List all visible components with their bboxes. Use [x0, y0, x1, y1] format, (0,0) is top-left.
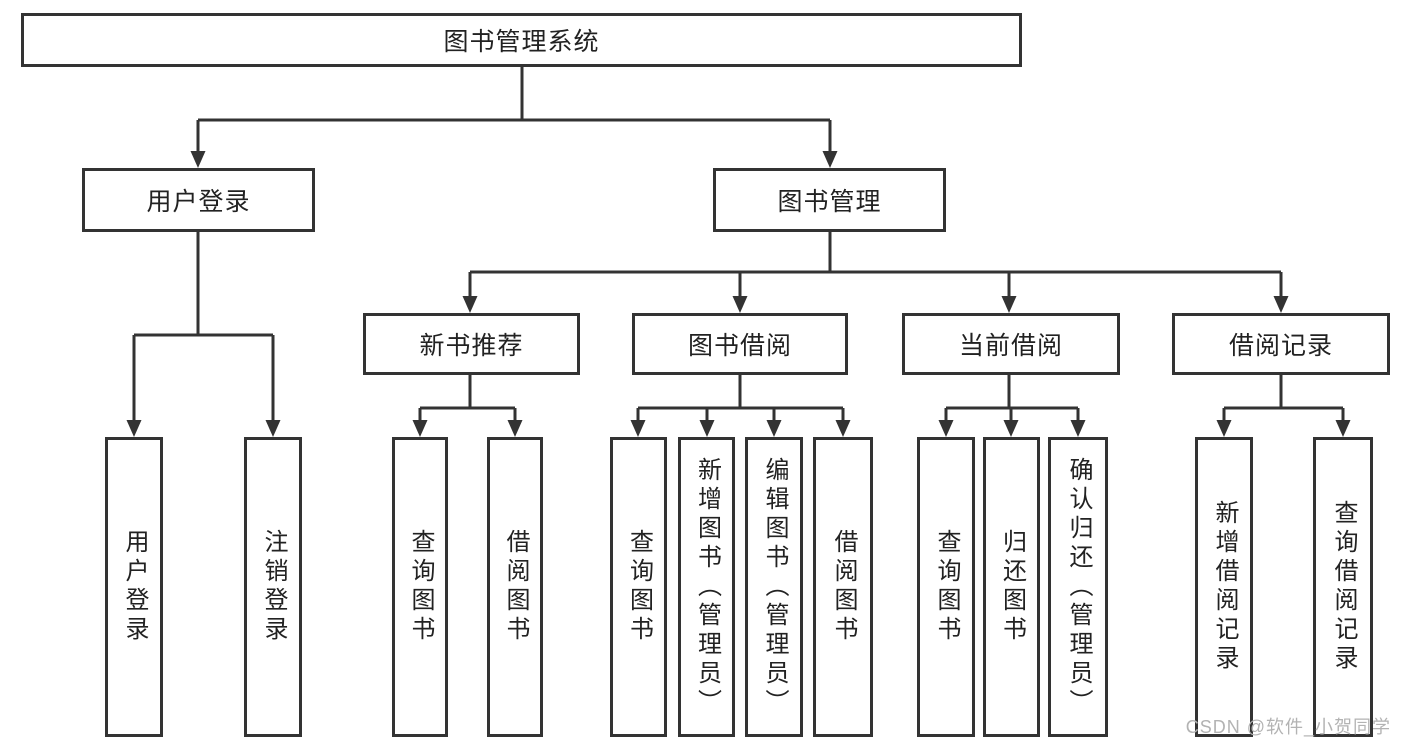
node-leaf-query-books-1-label: 查询图书: [407, 529, 434, 645]
node-leaf-confirm-return-admin: 确认归还（管理员）: [1048, 437, 1108, 737]
node-user-login: 用户登录: [82, 168, 315, 232]
node-book-borrowing: 图书借阅: [632, 313, 848, 375]
arrowhead-icon: [1003, 420, 1019, 437]
arrowhead-icon: [732, 296, 748, 313]
node-leaf-confirm-return-admin-label: 确认归还（管理员）: [1065, 456, 1092, 718]
node-leaf-return-books: 归还图书: [983, 437, 1040, 737]
csdn-watermark: CSDN @软件_小贺同学: [1185, 717, 1391, 737]
node-borrow-records: 借阅记录: [1172, 313, 1390, 375]
node-book-management: 图书管理: [713, 168, 946, 232]
arrowhead-icon: [1070, 420, 1086, 437]
node-book-borrowing-label: 图书借阅: [687, 332, 792, 360]
node-leaf-borrow-books-1: 借阅图书: [487, 437, 543, 737]
node-library-system-label: 图书管理系统: [443, 28, 600, 56]
arrowhead-icon: [412, 420, 428, 437]
node-new-book-recommend: 新书推荐: [363, 313, 580, 375]
node-library-system: 图书管理系统: [21, 13, 1022, 67]
node-leaf-user-login: 用户登录: [105, 437, 163, 737]
node-leaf-query-books-3: 查询图书: [917, 437, 975, 737]
node-leaf-return-books-label: 归还图书: [998, 529, 1026, 645]
node-leaf-query-borrow-record-label: 查询借阅记录: [1330, 500, 1357, 674]
arrowhead-icon: [1001, 296, 1017, 313]
arrowhead-icon: [766, 420, 782, 437]
node-leaf-query-books-3-label: 查询图书: [933, 529, 960, 645]
arrowhead-icon: [1216, 420, 1232, 437]
node-current-borrowing-label: 当前借阅: [958, 332, 1063, 360]
arrowhead-icon: [190, 151, 206, 168]
arrowhead-icon: [938, 420, 954, 437]
node-leaf-add-borrow-record: 新增借阅记录: [1195, 437, 1253, 737]
node-leaf-query-books-2-label: 查询图书: [625, 529, 653, 645]
arrowhead-icon: [507, 420, 523, 437]
node-borrow-records-label: 借阅记录: [1228, 332, 1333, 360]
arrowhead-icon: [835, 420, 851, 437]
node-user-login-label: 用户登录: [146, 188, 251, 216]
arrowhead-icon: [462, 296, 478, 313]
arrowhead-icon: [1273, 296, 1289, 313]
node-book-management-label: 图书管理: [777, 188, 882, 216]
arrowhead-icon: [265, 420, 281, 437]
arrowhead-icon: [1335, 420, 1351, 437]
node-leaf-borrow-books-2: 借阅图书: [813, 437, 873, 737]
node-leaf-borrow-books-1-label: 借阅图书: [502, 529, 529, 645]
node-leaf-query-books-1: 查询图书: [392, 437, 448, 737]
node-new-book-recommend-label: 新书推荐: [419, 332, 524, 360]
arrowhead-icon: [822, 151, 838, 168]
arrowhead-icon: [630, 420, 646, 437]
node-leaf-logout: 注销登录: [244, 437, 302, 737]
node-leaf-logout-label: 注销登录: [260, 529, 287, 645]
arrowhead-icon: [699, 420, 715, 437]
node-leaf-edit-books-admin-label: 编辑图书（管理员）: [761, 456, 788, 718]
connector-path: [132, 66, 1345, 425]
node-leaf-add-books-admin-label: 新增图书（管理员）: [693, 456, 721, 718]
node-current-borrowing: 当前借阅: [902, 313, 1120, 375]
arrowheads: [126, 151, 1351, 437]
arrowhead-icon: [126, 420, 142, 437]
node-leaf-add-borrow-record-label: 新增借阅记录: [1211, 500, 1238, 674]
node-leaf-add-books-admin: 新增图书（管理员）: [678, 437, 735, 737]
node-leaf-query-borrow-record: 查询借阅记录: [1313, 437, 1373, 737]
node-leaf-query-books-2: 查询图书: [610, 437, 667, 737]
node-leaf-borrow-books-2-label: 借阅图书: [830, 529, 857, 645]
node-leaf-edit-books-admin: 编辑图书（管理员）: [745, 437, 803, 737]
node-leaf-user-login-label: 用户登录: [121, 529, 148, 645]
